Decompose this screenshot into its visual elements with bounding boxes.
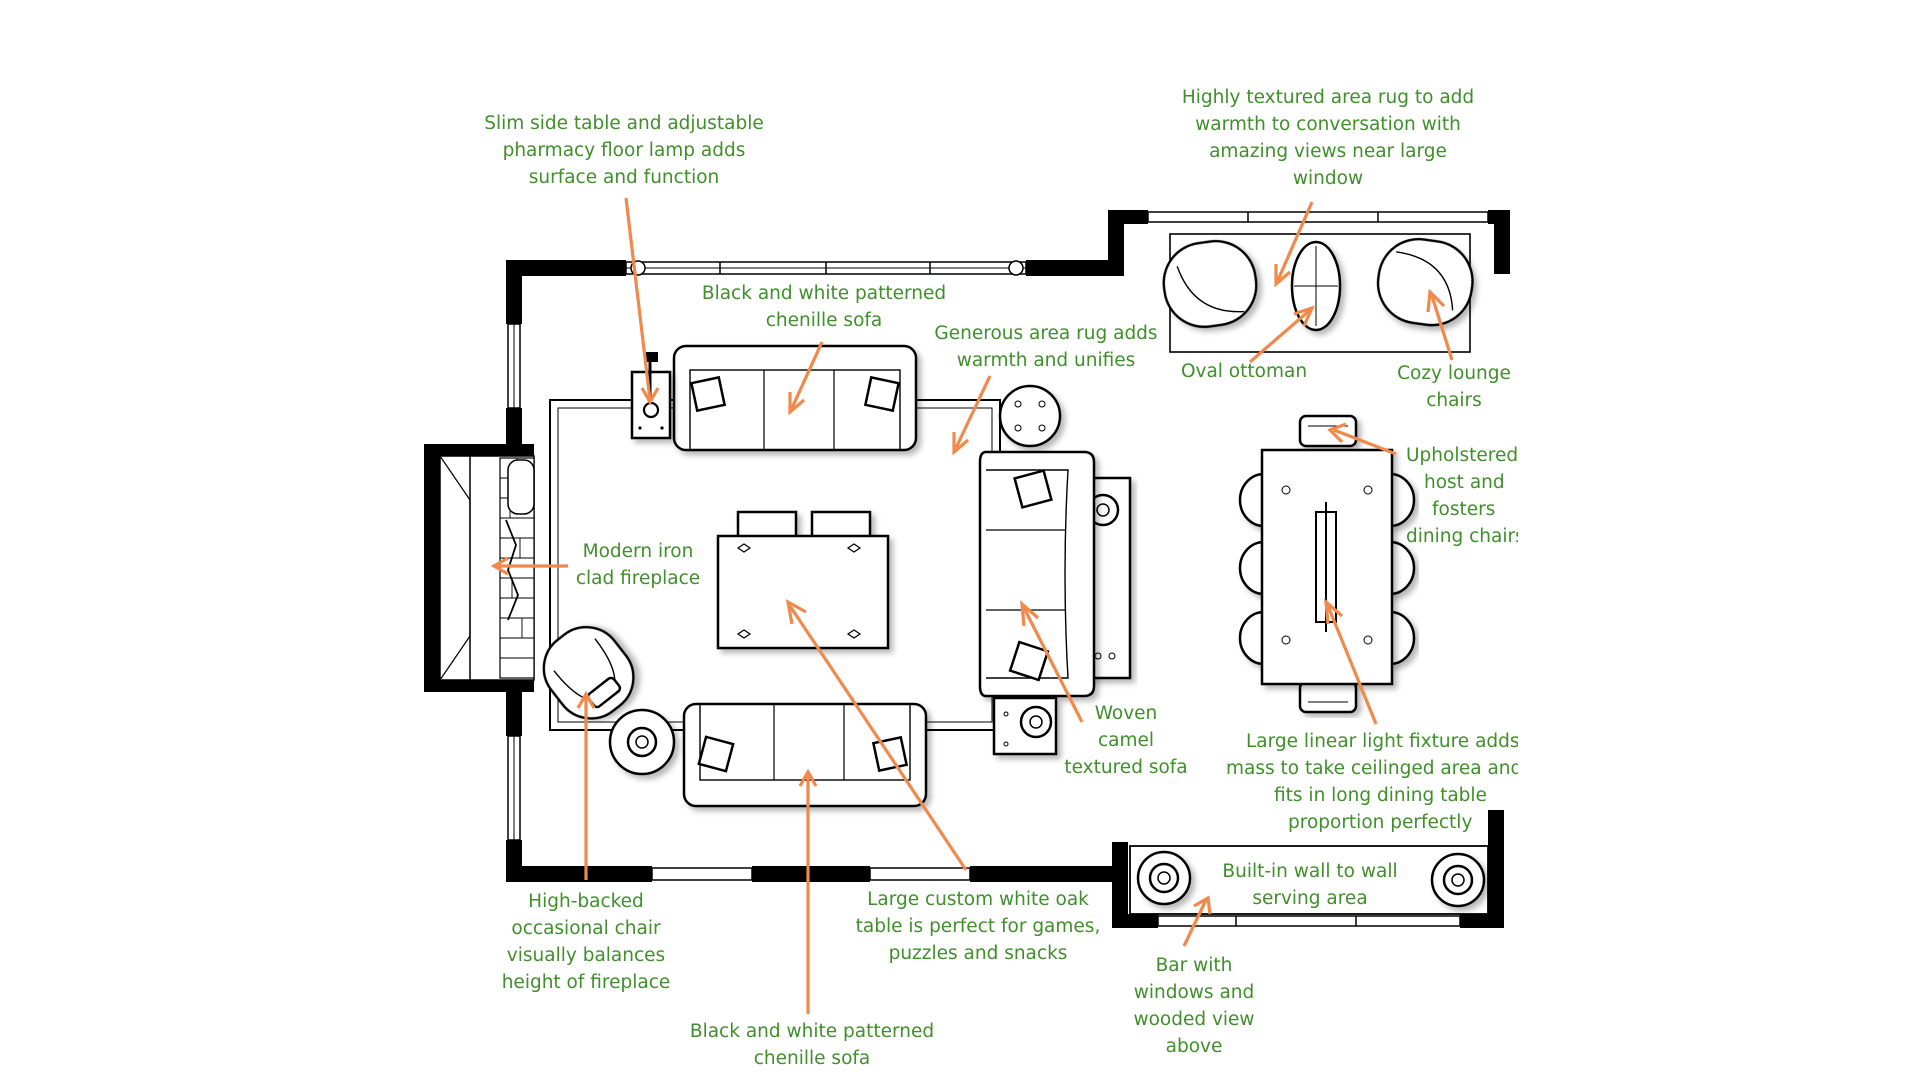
- window-seating: [1162, 233, 1474, 353]
- dining-set: [1238, 414, 1416, 714]
- label-bottom-sofa: Black and white patterned chenille sofa: [689, 1021, 935, 1069]
- arrow-dining-chairs: [1327, 422, 1397, 456]
- label-ottoman: Oval ottoman: [1180, 361, 1308, 382]
- label-side-table: Slim side table and adjustable pharmacy …: [484, 113, 764, 188]
- label-bar: Bar with windows and wooded view above: [1133, 955, 1255, 1057]
- arrow-bar: [1182, 895, 1212, 947]
- arrow-lounge-chairs: [1426, 288, 1454, 361]
- arrow-bottom-sofa: [798, 768, 818, 1014]
- camel-sofa: [978, 450, 1132, 698]
- oak-table: [716, 510, 890, 650]
- arrow-side-table: [624, 197, 660, 406]
- label-fireplace: Modern iron clad fireplace: [575, 541, 701, 589]
- arrow-window-rug: [1274, 201, 1314, 288]
- serving-area: [1129, 845, 1489, 915]
- label-lounge-chairs: Cozy lounge chairs: [1397, 363, 1511, 411]
- label-dining-chairs: Upholstered host and fosters dining chai…: [1406, 445, 1518, 547]
- label-top-sofa: Black and white patterned chenille sofa: [701, 283, 947, 331]
- label-occasional-chair: High-backed occasional chair visually ba…: [501, 891, 671, 993]
- arrow-occasional-chair: [576, 690, 596, 880]
- label-area-rug: Generous area rug adds warmth and unifie…: [934, 323, 1158, 371]
- arrow-oak-table: [785, 598, 968, 871]
- annotation-arrows: [490, 197, 1454, 1014]
- label-serving-area: Built-in wall to wall serving area: [1222, 861, 1398, 909]
- side-table-lamp: [630, 352, 672, 440]
- arrow-area-rug: [952, 375, 992, 456]
- arrow-top-sofa: [788, 341, 824, 416]
- square-end-table: [992, 696, 1058, 756]
- label-camel-sofa: Woven camel textured sofa: [1064, 703, 1188, 778]
- walls: [506, 210, 1510, 928]
- label-oak-table: Large custom white oak table is perfect …: [855, 889, 1101, 964]
- arrow-ottoman: [1248, 305, 1315, 364]
- arrow-light-fixture: [1324, 598, 1378, 725]
- arrow-camel-sofa: [1020, 600, 1084, 723]
- occasional-chair: [542, 625, 676, 776]
- fireplace: [424, 444, 535, 692]
- label-window-rug: Highly textured area rug to add warmth t…: [1181, 87, 1475, 189]
- arrow-fireplace: [490, 556, 568, 576]
- round-end-table: [998, 384, 1062, 448]
- label-light-fixture: Large linear light fixture adds mass to …: [1226, 731, 1518, 833]
- bottom-sofa: [682, 702, 928, 808]
